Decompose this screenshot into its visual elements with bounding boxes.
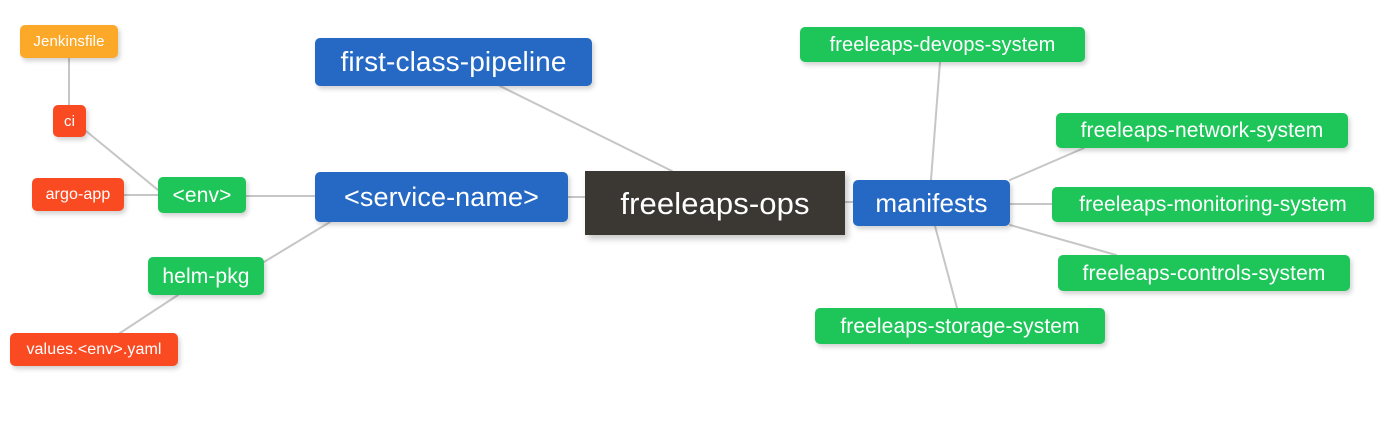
edge-manifests-network bbox=[1009, 147, 1085, 181]
node-label: values.<env>.yaml bbox=[26, 340, 162, 358]
node-env[interactable]: <env> bbox=[158, 177, 246, 213]
node-label: helm-pkg bbox=[162, 264, 250, 288]
node-manifests[interactable]: manifests bbox=[853, 180, 1010, 226]
node-label: freeleaps-devops-system bbox=[829, 33, 1056, 56]
node-label: ci bbox=[63, 112, 76, 130]
node-freeleaps-storage-system[interactable]: freeleaps-storage-system bbox=[815, 308, 1105, 344]
node-label: Jenkinsfile bbox=[33, 33, 105, 50]
node-label: argo-app bbox=[45, 185, 111, 203]
node-label: freeleaps-ops bbox=[620, 185, 810, 221]
node-label: first-class-pipeline bbox=[340, 46, 567, 77]
node-freeleaps-ops[interactable]: freeleaps-ops bbox=[585, 171, 845, 235]
edge-manifests-devops bbox=[930, 61, 941, 181]
node-service-name[interactable]: <service-name> bbox=[315, 172, 568, 222]
edge-manifests-controls bbox=[1009, 224, 1117, 256]
node-freeleaps-monitoring-system[interactable]: freeleaps-monitoring-system bbox=[1052, 187, 1374, 222]
node-label: freeleaps-monitoring-system bbox=[1079, 193, 1347, 216]
node-ci[interactable]: ci bbox=[53, 105, 86, 137]
node-freeleaps-network-system[interactable]: freeleaps-network-system bbox=[1056, 113, 1348, 148]
node-label: manifests bbox=[875, 188, 988, 218]
node-values-yaml[interactable]: values.<env>.yaml bbox=[10, 333, 178, 366]
node-label: freeleaps-storage-system bbox=[840, 314, 1080, 338]
node-argo-app[interactable]: argo-app bbox=[32, 178, 124, 211]
node-label: freeleaps-controls-system bbox=[1082, 261, 1326, 285]
edge-manifests-storage bbox=[934, 225, 958, 309]
node-label: <service-name> bbox=[344, 181, 539, 212]
node-first-class-pipeline[interactable]: first-class-pipeline bbox=[315, 38, 592, 86]
node-label: <env> bbox=[172, 183, 232, 207]
node-jenkinsfile[interactable]: Jenkinsfile bbox=[20, 25, 118, 58]
edge-valuesyaml-helmpkg bbox=[119, 294, 179, 334]
edge-helmpkg-servicename bbox=[263, 221, 331, 263]
node-freeleaps-devops-system[interactable]: freeleaps-devops-system bbox=[800, 27, 1085, 62]
node-label: freeleaps-network-system bbox=[1080, 119, 1324, 142]
edge-pipeline-ops bbox=[499, 85, 673, 172]
node-helm-pkg[interactable]: helm-pkg bbox=[148, 257, 264, 295]
node-freeleaps-controls-system[interactable]: freeleaps-controls-system bbox=[1058, 255, 1350, 291]
